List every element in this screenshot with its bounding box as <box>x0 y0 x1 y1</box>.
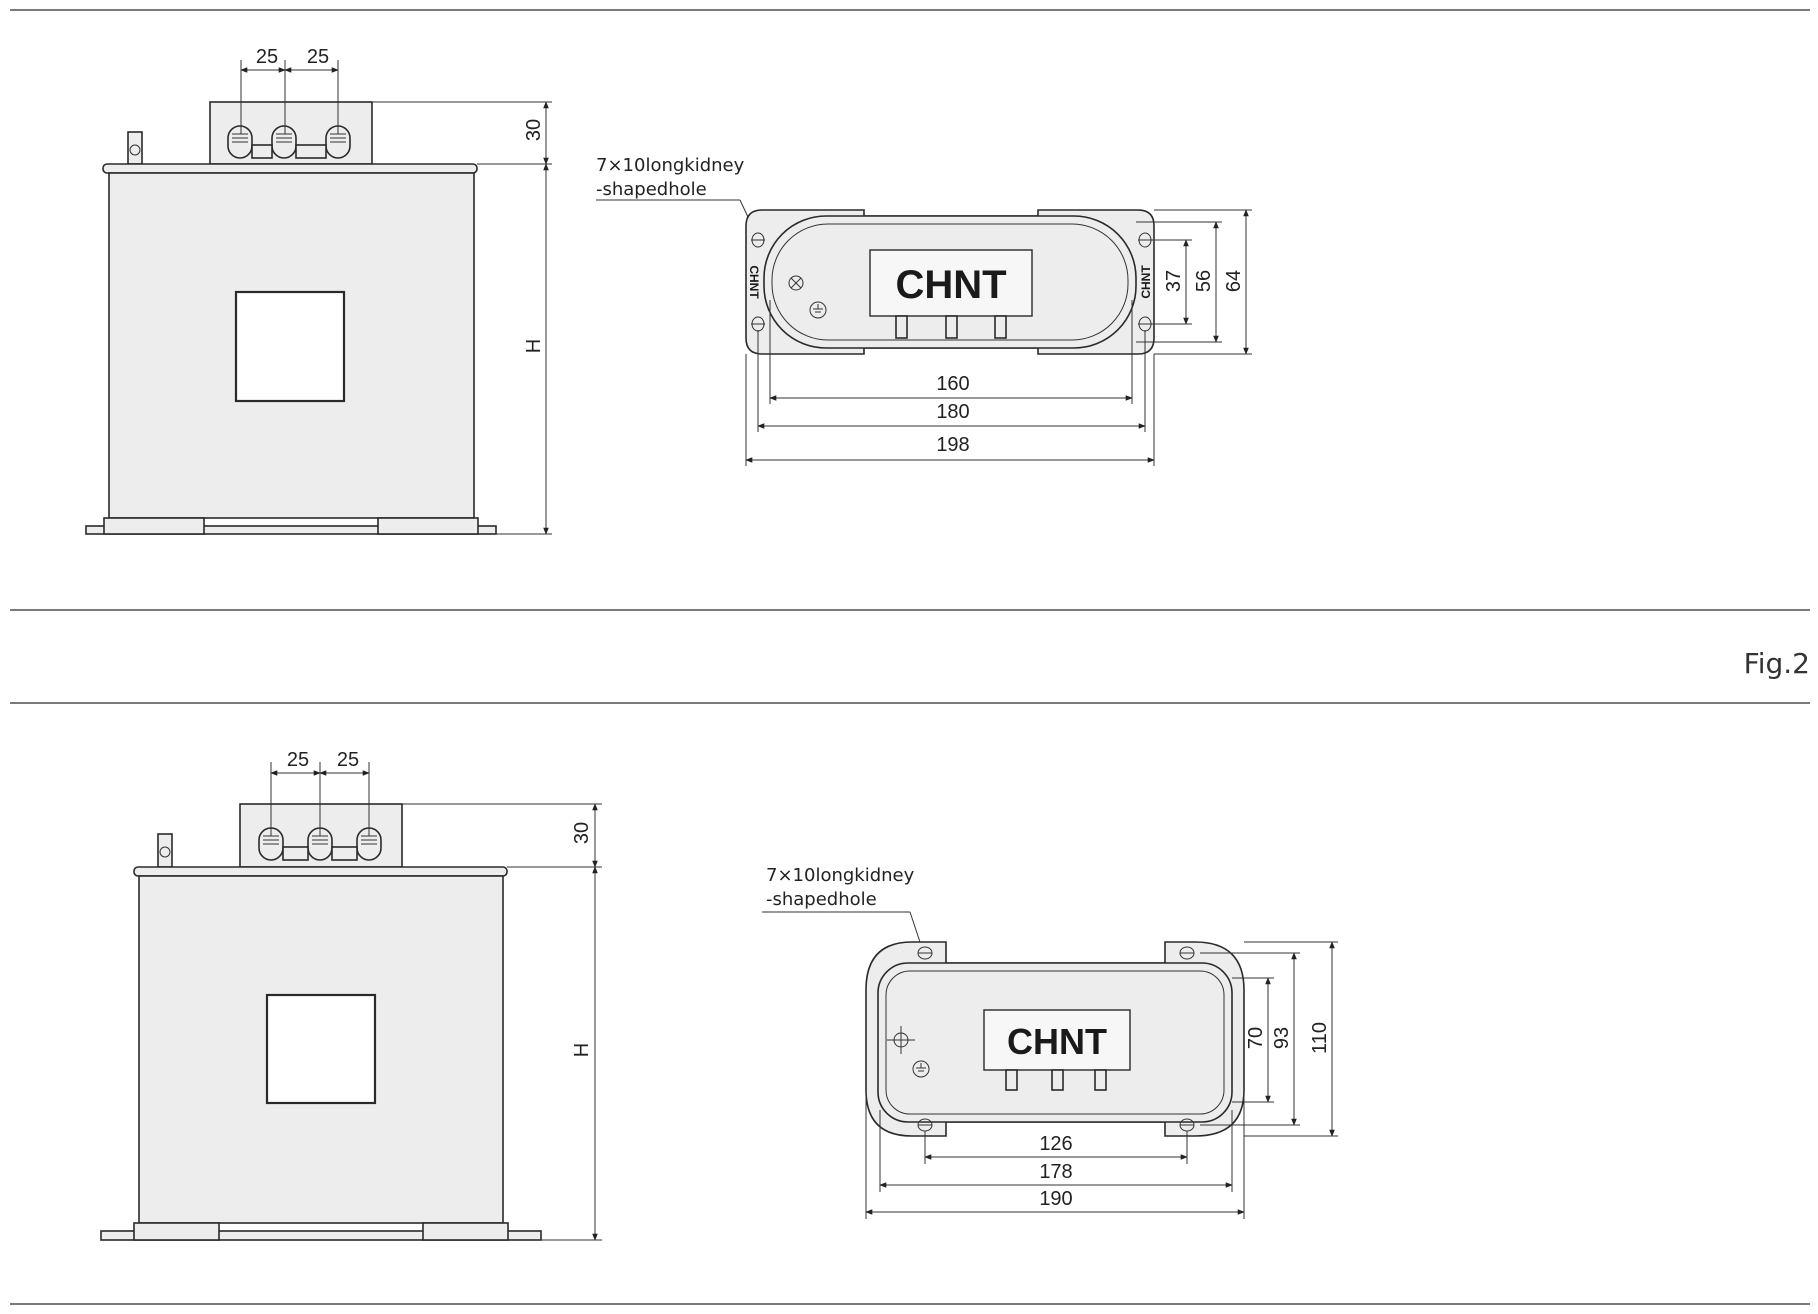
inner-width-dimension: 160 <box>936 373 969 395</box>
terminal-screws <box>227 125 351 159</box>
terminal-height-dimension: 30 <box>571 822 593 844</box>
base-foot-right <box>377 517 479 535</box>
base-foot-right <box>422 1222 509 1241</box>
top-side-view: 25 25 30 H <box>85 46 552 535</box>
pitch-dimension-right: 25 <box>307 46 329 68</box>
hole-note-line-1: 7×10longkidney <box>596 155 745 176</box>
outer-height-dimension: 64 <box>1223 270 1245 292</box>
outer-height-dimension: 110 <box>1309 1022 1331 1054</box>
mid-width-dimension: 180 <box>936 401 969 423</box>
terminal-screws <box>258 827 382 861</box>
base-plate <box>85 525 497 535</box>
nameplate-window <box>234 290 346 403</box>
logo-plate <box>983 1009 1131 1071</box>
capacitor-housing-inner <box>771 223 1129 341</box>
capacitor-lid <box>133 866 508 877</box>
side-logo-left: CHNT <box>747 265 761 299</box>
ground-symbol-icon <box>809 301 827 319</box>
inner-height-dimension: 70 <box>1245 1027 1267 1049</box>
bottom-side-view: 25 25 30 H <box>100 749 602 1241</box>
bottom-plan-view: 7×10longkidney -shapedhole CHNT <box>762 865 1338 1219</box>
base-foot-left <box>133 1222 220 1241</box>
top-plan-view: 7×10longkidney -shapedhole CHNT CHNT CHN… <box>596 155 1252 466</box>
ground-symbol-icon <box>912 1060 930 1078</box>
outer-width-dimension: 190 <box>1039 1188 1072 1210</box>
side-logo-right: CHNT <box>1139 265 1153 299</box>
mid-width-dimension: 178 <box>1039 1161 1072 1183</box>
figure-label: Fig.2 <box>1744 647 1810 680</box>
capacitor-housing-inner <box>885 970 1225 1115</box>
outer-width-dimension: 198 <box>936 434 969 456</box>
terminal-pins <box>1005 1069 1107 1091</box>
brand-logo: CHNT <box>1007 1021 1107 1062</box>
terminal-height-dimension: 30 <box>523 119 545 141</box>
hole-note-line-1: 7×10longkidney <box>766 865 915 886</box>
brand-logo: CHNT <box>895 263 1006 307</box>
discharge-terminal-icon <box>788 275 804 291</box>
hole-note-line-2: -shapedhole <box>596 179 707 200</box>
nameplate-window <box>265 993 377 1105</box>
base-foot-left <box>103 517 205 535</box>
pitch-dimension-left: 25 <box>256 46 278 68</box>
height-dimension-label: H <box>523 339 545 353</box>
height-dimension-label: H <box>571 1043 593 1057</box>
inner-height-dimension: 37 <box>1163 270 1185 292</box>
inner-width-dimension: 126 <box>1039 1133 1072 1155</box>
base-plate <box>100 1230 542 1241</box>
pitch-dimension-right: 25 <box>337 749 359 771</box>
mid-height-dimension: 56 <box>1193 270 1215 292</box>
mid-height-dimension: 93 <box>1271 1027 1293 1049</box>
pitch-dimension-left: 25 <box>287 749 309 771</box>
hole-note-line-2: -shapedhole <box>766 889 877 910</box>
terminal-pins <box>895 315 1007 339</box>
capacitor-lid <box>102 163 478 174</box>
mounting-holes <box>917 946 1195 1132</box>
